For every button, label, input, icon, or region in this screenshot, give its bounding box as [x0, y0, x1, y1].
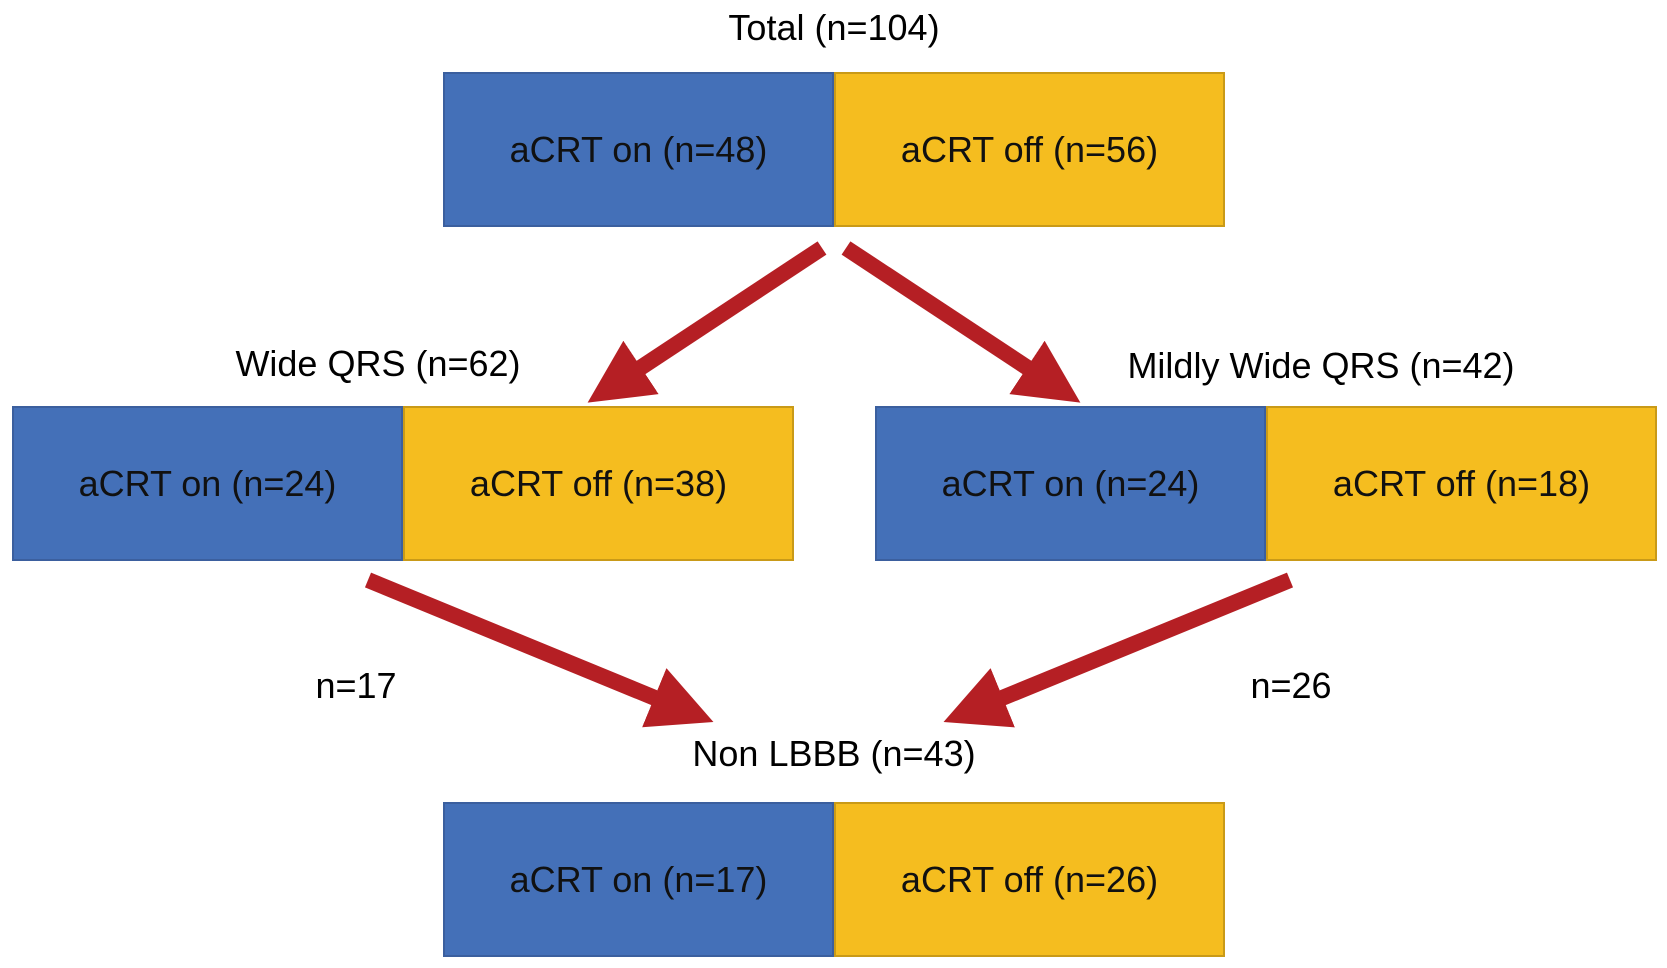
mildly-wide-qrs-acrt-off: aCRT off (n=18)	[1266, 406, 1657, 561]
wide-qrs-title: Wide QRS (n=62)	[235, 343, 521, 384]
arrow-total-to-wide	[587, 241, 827, 403]
non-lbbb-acrt-off: aCRT off (n=26)	[834, 802, 1225, 957]
total-acrt-off: aCRT off (n=56)	[834, 72, 1225, 227]
non-lbbb-box: aCRT on (n=17) aCRT off (n=26)	[443, 802, 1225, 957]
mildly-wide-qrs-box: aCRT on (n=24) aCRT off (n=18)	[875, 406, 1657, 561]
non-lbbb-acrt-on: aCRT on (n=17)	[443, 802, 834, 957]
wide-qrs-box: aCRT on (n=24) aCRT off (n=38)	[12, 406, 794, 561]
wide-qrs-acrt-on: aCRT on (n=24)	[12, 406, 403, 561]
mildly-wide-qrs-title: Mildly Wide QRS (n=42)	[1127, 345, 1515, 386]
total-acrt-on: aCRT on (n=48)	[443, 72, 834, 227]
total-box: aCRT on (n=48) aCRT off (n=56)	[443, 72, 1225, 227]
flow-count-right: n=26	[1250, 665, 1332, 706]
wide-qrs-acrt-off: aCRT off (n=38)	[403, 406, 794, 561]
arrow-total-to-mildly-wide	[841, 241, 1081, 403]
non-lbbb-title: Non LBBB (n=43)	[692, 733, 976, 774]
flow-count-left: n=17	[315, 665, 397, 706]
mildly-wide-qrs-acrt-on: aCRT on (n=24)	[875, 406, 1266, 561]
total-title: Total (n=104)	[728, 7, 940, 48]
arrow-mildly-wide-to-nonlbbb	[943, 572, 1294, 728]
arrow-wide-to-nonlbbb	[364, 572, 714, 728]
